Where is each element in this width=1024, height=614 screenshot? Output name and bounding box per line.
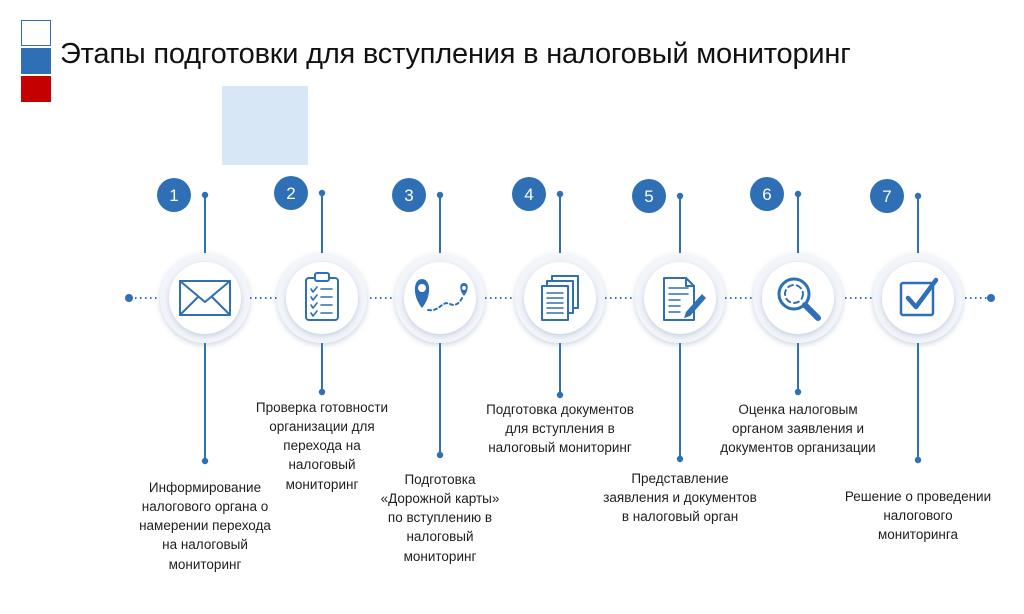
step-number-badge [512,177,546,211]
connector-bottom-dot [676,455,684,463]
icon-circle-inner [762,262,834,334]
step-4: 4 [512,177,605,399]
envelope-icon [179,280,231,316]
step-6: 6 [750,177,843,396]
step-label: Представление заявления и документов в н… [603,471,757,525]
connector-bottom-dot [436,451,444,459]
step-number: 5 [644,187,653,206]
connector-top-dot [436,191,444,199]
document-edit-icon [663,277,706,321]
step-label: Подготовка «Дорожной карты» по вступлени… [380,472,500,564]
step-label: Подготовка документов для вступления в н… [486,402,634,456]
page-title: Этапы подготовки для вступления в налого… [60,38,851,70]
step-label: Решение о проведении налогового монитори… [844,489,992,543]
connector-top-dot [676,192,684,200]
connector-bottom-dot [556,391,564,399]
icon-circle-inner [404,262,476,334]
step-3: 3 [392,178,485,459]
connector-top-dot [318,189,326,197]
step-number-badge [274,176,308,210]
icon-circle-inner [882,262,954,334]
step-1: 1 [157,178,250,465]
connector-bottom-dot [318,388,326,396]
step-number-badge [750,177,784,211]
documents-icon [541,275,579,321]
timeline-end-dot [987,294,995,302]
icon-circle-inner [644,262,716,334]
connector-top-dot [794,190,802,198]
step-number: 3 [404,186,413,205]
step-number-badge [157,178,191,212]
checkbox-icon [899,277,939,317]
step-label: Информирование налогового органа о намер… [139,480,271,572]
step-label: Оценка налоговым органом заявления и док… [720,402,876,456]
timeline-start-dot [125,294,133,302]
connector-bottom-dot [201,457,209,465]
connector-top-dot [556,190,564,198]
step-number: 4 [524,185,533,204]
flag-white-stripe [21,20,51,46]
route-map-icon [414,279,468,312]
decorative-rectangle [222,86,308,165]
step-label: Проверка готовности организации для пере… [255,400,389,492]
step-5: 5 [632,179,725,463]
connector-bottom-dot [794,388,802,396]
magnifier-icon [777,277,821,321]
flag-blue-stripe [21,48,51,74]
step-number: 6 [762,185,771,204]
step-number: 7 [882,187,891,206]
step-number-badge [392,178,426,212]
step-number: 1 [169,186,178,205]
icon-circle-inner [286,262,358,334]
step-number: 2 [286,184,295,203]
connector-bottom-dot [914,456,922,464]
flag-red-stripe [21,76,51,102]
checklist-icon [305,272,339,321]
step-number-badge [870,179,904,213]
step-7: 7 [870,179,963,464]
step-2: 2 [274,176,367,396]
connector-top-dot [201,191,209,199]
connector-top-dot [914,192,922,200]
step-number-badge [632,179,666,213]
